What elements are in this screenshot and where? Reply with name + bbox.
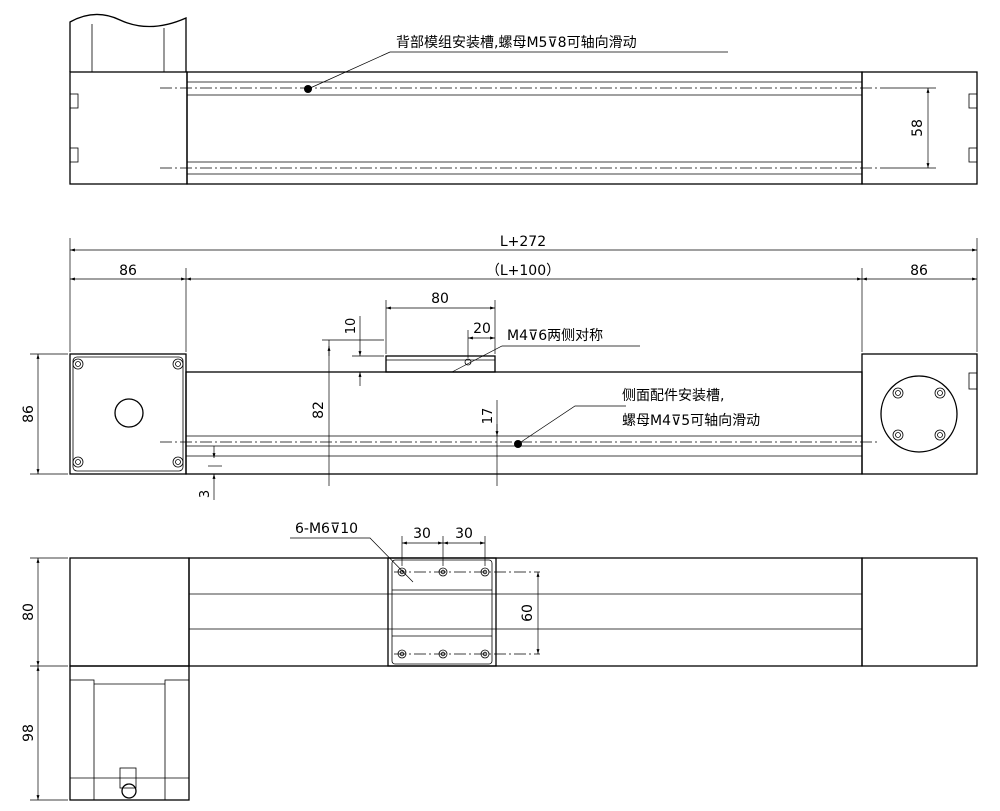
- bottom-carriage: [387, 557, 497, 667]
- top-view: 背部模组安装槽,螺母M5⊽8可轴向滑动 58: [69, 13, 978, 185]
- dim-hole-20: 20: [473, 321, 491, 337]
- bottom-view: 6-M6⊽10 30 30 60 80 98: [21, 521, 978, 801]
- dim-60: 60: [520, 604, 536, 622]
- dim-width-80: 80: [21, 603, 37, 621]
- dim-82: 82: [311, 401, 327, 419]
- dim-58: 58: [910, 119, 926, 137]
- note-side-holes: M4⊽6两侧对称: [507, 328, 603, 344]
- front-right-end: [861, 353, 978, 475]
- mounting-holes: [394, 567, 540, 659]
- dim-carriage-80: 80: [431, 291, 449, 307]
- dim-10: 10: [344, 318, 359, 335]
- dim-body-86: 86: [21, 405, 37, 423]
- motor-shaft-hole: [114, 398, 144, 428]
- dim-pitch-30b: 30: [455, 526, 473, 542]
- note-side-slot-1: 侧面配件安装槽,: [622, 388, 724, 404]
- dim-3: 3: [198, 490, 213, 498]
- front-view: L+272 （L+100） 86 86 80 20: [21, 234, 978, 500]
- bottom-left-end: [69, 557, 190, 667]
- end-plate: [880, 375, 958, 453]
- bottom-right-end: [861, 557, 978, 667]
- top-right-end: [861, 71, 978, 185]
- front-rail: [185, 371, 863, 475]
- dim-left-86: 86: [119, 263, 137, 279]
- front-carriage: [385, 355, 496, 373]
- top-note: 背部模组安装槽,螺母M5⊽8可轴向滑动: [396, 34, 637, 51]
- dim-17: 17: [481, 408, 496, 425]
- top-motor: [69, 13, 187, 72]
- dim-pitch-30a: 30: [413, 526, 431, 542]
- top-rail: [186, 71, 863, 185]
- front-motor-flange: [69, 353, 187, 475]
- dim-right-86: 86: [910, 263, 928, 279]
- dim-stroke: （L+100）: [486, 263, 560, 279]
- note-side-slot-2: 螺母M4⊽5可轴向滑动: [622, 412, 760, 429]
- dim-motor-98: 98: [21, 724, 37, 742]
- bottom-motor: [69, 665, 190, 801]
- note-mount-holes: 6-M6⊽10: [295, 521, 358, 537]
- dim-total: L+272: [500, 234, 546, 250]
- top-left-end: [69, 71, 188, 185]
